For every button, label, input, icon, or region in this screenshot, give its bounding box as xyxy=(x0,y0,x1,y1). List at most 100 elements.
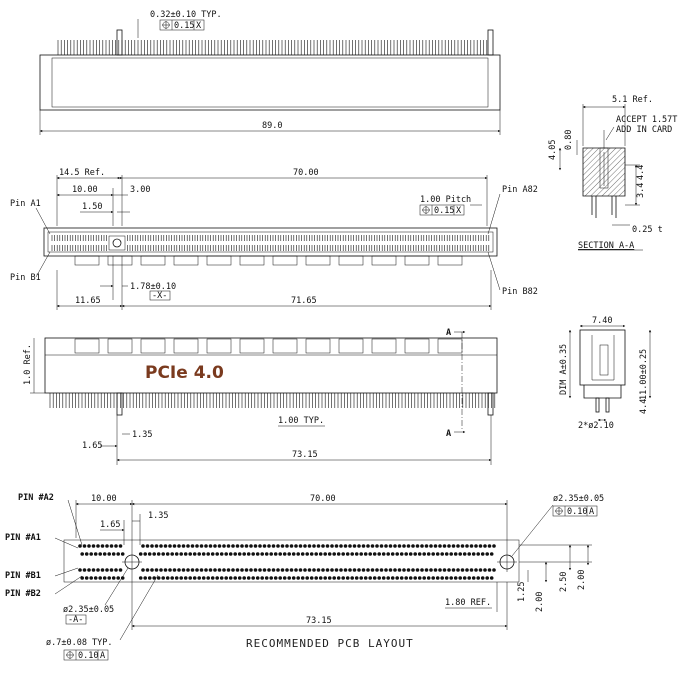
pcb-via xyxy=(84,576,89,580)
pcb-via xyxy=(267,568,271,572)
pcb-via xyxy=(181,568,186,572)
pcb-via xyxy=(116,576,120,580)
pcb-via xyxy=(258,544,262,548)
pcb-via xyxy=(282,576,287,580)
pcb-via xyxy=(336,576,341,580)
pcb-via xyxy=(429,568,433,572)
pcb-via xyxy=(82,568,87,572)
pcb-via xyxy=(300,552,305,556)
pcb-via xyxy=(465,544,469,548)
pcb-via xyxy=(179,576,183,580)
pcb-via xyxy=(469,544,474,548)
pcb-via xyxy=(451,544,456,548)
front-window xyxy=(305,338,331,354)
pcb-via xyxy=(114,544,118,548)
pcb-via xyxy=(102,576,107,580)
pcb-via xyxy=(168,568,172,572)
pcb-via xyxy=(208,568,213,572)
pcb-via xyxy=(100,568,105,572)
pcb-via xyxy=(330,544,334,548)
pcb-via xyxy=(195,568,199,572)
section-pins xyxy=(591,196,617,218)
pcb-via xyxy=(98,576,102,580)
pcb-via xyxy=(489,576,494,580)
pcb-via xyxy=(210,552,215,556)
side-peg-left xyxy=(595,397,600,413)
pin-thickness-tolerance: 0.32±0.10 TYP. xyxy=(150,10,222,20)
pcb-via xyxy=(368,576,373,580)
ref-left-dimension: 14.5 Ref. xyxy=(59,168,105,178)
pcb-via xyxy=(240,544,244,548)
pcb-via xyxy=(120,576,125,580)
plan-tab xyxy=(371,255,397,266)
pcb-dim-2-50: 2.50 xyxy=(559,572,569,592)
pcb-via xyxy=(105,568,109,572)
pcb-via xyxy=(179,552,183,556)
pcb-via xyxy=(156,576,161,580)
front-dim-1-35: 1.35 xyxy=(132,430,152,440)
pcb-via xyxy=(363,552,368,556)
side-peg-right xyxy=(605,397,610,413)
front-window xyxy=(437,338,463,354)
pcb-via xyxy=(186,544,190,548)
pcb-via xyxy=(291,576,296,580)
pcb-via xyxy=(294,568,298,572)
pcb-via xyxy=(350,576,355,580)
pcb-via xyxy=(219,552,224,556)
pcb-via xyxy=(222,568,226,572)
pcb-via xyxy=(141,568,145,572)
pcb-via xyxy=(287,576,292,580)
pcb-via xyxy=(82,544,87,548)
pcb-via-datum: A xyxy=(100,651,105,661)
pcb-via xyxy=(262,568,267,572)
pcb-via xyxy=(298,568,303,572)
pcb-via xyxy=(435,552,440,556)
pcb-datum-a-frame xyxy=(65,614,87,625)
plan-tab xyxy=(338,255,364,266)
pcb-via xyxy=(384,544,388,548)
pcb-via xyxy=(102,552,107,556)
pcb-hole-right-size: ø2.35±0.05 xyxy=(553,494,604,504)
top-view: 89.0 0.32±0.10 TYP. 0.15 X xyxy=(39,10,501,135)
pcb-via xyxy=(303,544,307,548)
pcb-via xyxy=(492,568,496,572)
pcb-via xyxy=(147,576,152,580)
pcb-via xyxy=(381,552,386,556)
pcb-via xyxy=(255,552,260,556)
pcb-via xyxy=(206,552,210,556)
pcb-via xyxy=(244,568,249,572)
plan-tab xyxy=(239,255,265,266)
datum-x-frame xyxy=(149,290,171,301)
pcb-via xyxy=(471,552,476,556)
pcb-via xyxy=(96,544,100,548)
front-view-pins xyxy=(49,393,496,408)
pcb-via xyxy=(478,568,483,572)
pcb-via xyxy=(334,544,339,548)
pcb-via xyxy=(172,568,177,572)
pcb-via xyxy=(406,544,411,548)
pcb-via xyxy=(215,576,219,580)
pcb-via xyxy=(390,576,395,580)
pcb-via xyxy=(316,568,321,572)
pcb-via xyxy=(296,552,301,556)
pcb-via xyxy=(327,576,332,580)
pcb-via xyxy=(138,552,143,556)
pcb-via xyxy=(161,552,165,556)
pcb-via xyxy=(285,568,289,572)
pcb-via xyxy=(384,568,388,572)
pcb-via xyxy=(343,544,348,548)
pcb-via xyxy=(183,552,188,556)
pcb-via xyxy=(244,544,249,548)
front-window xyxy=(74,338,100,354)
pcb-via xyxy=(370,568,375,572)
pcb-via xyxy=(330,568,334,572)
pcb-via xyxy=(276,568,280,572)
pcb-via xyxy=(388,568,393,572)
pcb-via xyxy=(258,568,262,572)
pcb-via xyxy=(289,568,294,572)
pcb-via xyxy=(417,576,422,580)
front-window xyxy=(206,338,232,354)
pcb-via xyxy=(483,544,487,548)
pcb-via xyxy=(237,552,242,556)
pcb-via xyxy=(260,576,265,580)
